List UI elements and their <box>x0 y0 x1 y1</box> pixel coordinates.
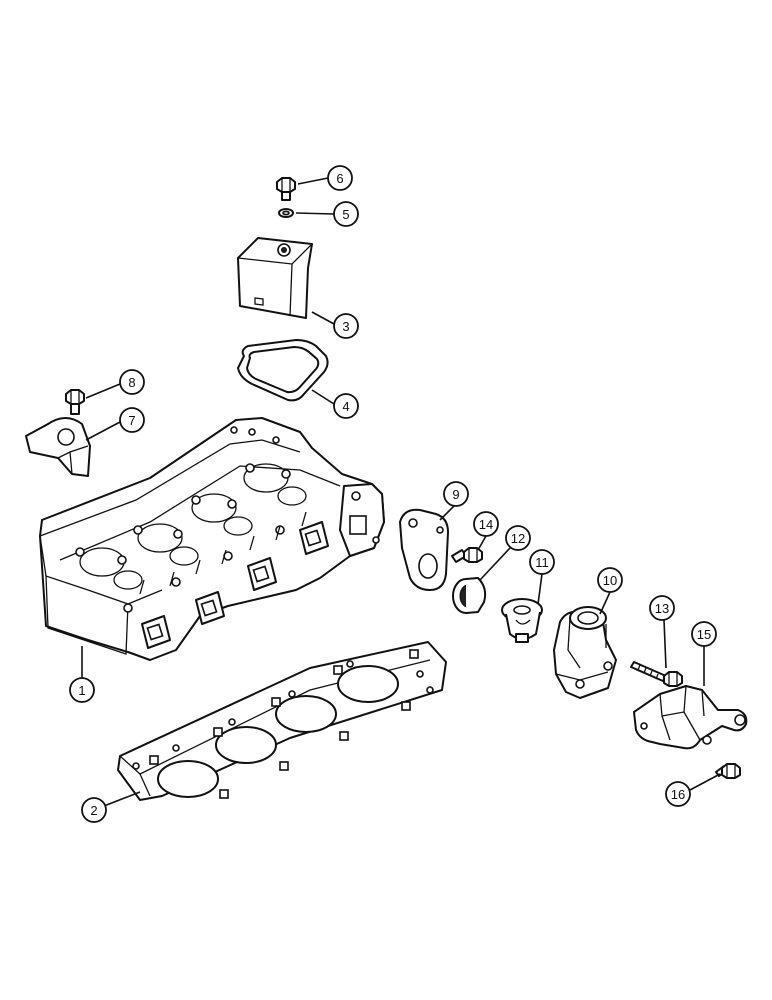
callout-15-label: 15 <box>697 627 711 642</box>
leader-10 <box>599 591 611 615</box>
leader-7 <box>85 421 121 441</box>
cylinder-head-icon <box>39 417 385 661</box>
callout-14-label: 14 <box>479 517 493 532</box>
leader-12 <box>479 547 511 581</box>
callout-10-label: 10 <box>603 573 617 588</box>
leader-5 <box>295 212 335 215</box>
callout-7-label: 7 <box>128 413 135 428</box>
bolt-icon <box>451 547 483 563</box>
callout-12: 12 <box>505 525 531 551</box>
callout-1-label: 1 <box>78 683 85 698</box>
callout-12-label: 12 <box>511 531 525 546</box>
seal-icon <box>452 577 487 614</box>
bolt-icon <box>65 389 85 415</box>
bracket-icon <box>633 685 748 750</box>
callout-3: 3 <box>333 313 359 339</box>
callout-6: 6 <box>327 165 353 191</box>
gasket-icon <box>399 508 449 591</box>
cover-icon <box>237 237 313 319</box>
thermostat-icon <box>501 598 543 643</box>
leader-6 <box>297 177 329 185</box>
leader-2 <box>103 791 141 807</box>
callout-11: 11 <box>529 549 555 575</box>
callout-9-label: 9 <box>452 487 459 502</box>
leader-16 <box>689 773 721 791</box>
leader-14 <box>477 535 487 551</box>
leader-3 <box>311 311 335 325</box>
callout-5-label: 5 <box>342 207 349 222</box>
callout-9: 9 <box>443 481 469 507</box>
callout-2-label: 2 <box>90 803 97 818</box>
thermostat-housing-icon <box>553 606 617 699</box>
leader-13 <box>663 619 667 669</box>
leader-8 <box>85 383 121 399</box>
callout-15: 15 <box>691 621 717 647</box>
callout-13: 13 <box>649 595 675 621</box>
bolt-icon <box>715 763 741 779</box>
callout-1: 1 <box>69 677 95 703</box>
leader-4 <box>311 389 335 405</box>
head-gasket-icon <box>117 641 447 801</box>
callout-8: 8 <box>119 369 145 395</box>
bolt-icon <box>276 177 296 201</box>
callout-11-label: 11 <box>535 555 549 570</box>
callout-4-label: 4 <box>342 399 349 414</box>
lifting-bracket-icon <box>25 417 91 477</box>
bolt-icon <box>630 661 683 687</box>
callout-13-label: 13 <box>655 601 669 616</box>
washer-icon <box>278 208 294 218</box>
leader-11 <box>537 573 543 605</box>
leader-9 <box>439 503 457 521</box>
callout-8-label: 8 <box>128 375 135 390</box>
callout-5: 5 <box>333 201 359 227</box>
callout-4: 4 <box>333 393 359 419</box>
leader-lines <box>81 177 721 807</box>
cover-gasket-icon <box>237 339 329 402</box>
callout-16-label: 16 <box>671 787 685 802</box>
callout-3-label: 3 <box>342 319 349 334</box>
callout-6-label: 6 <box>336 171 343 186</box>
callout-2: 2 <box>81 797 107 823</box>
callout-14: 14 <box>473 511 499 537</box>
callout-10: 10 <box>597 567 623 593</box>
callout-7: 7 <box>119 407 145 433</box>
callout-16: 16 <box>665 781 691 807</box>
